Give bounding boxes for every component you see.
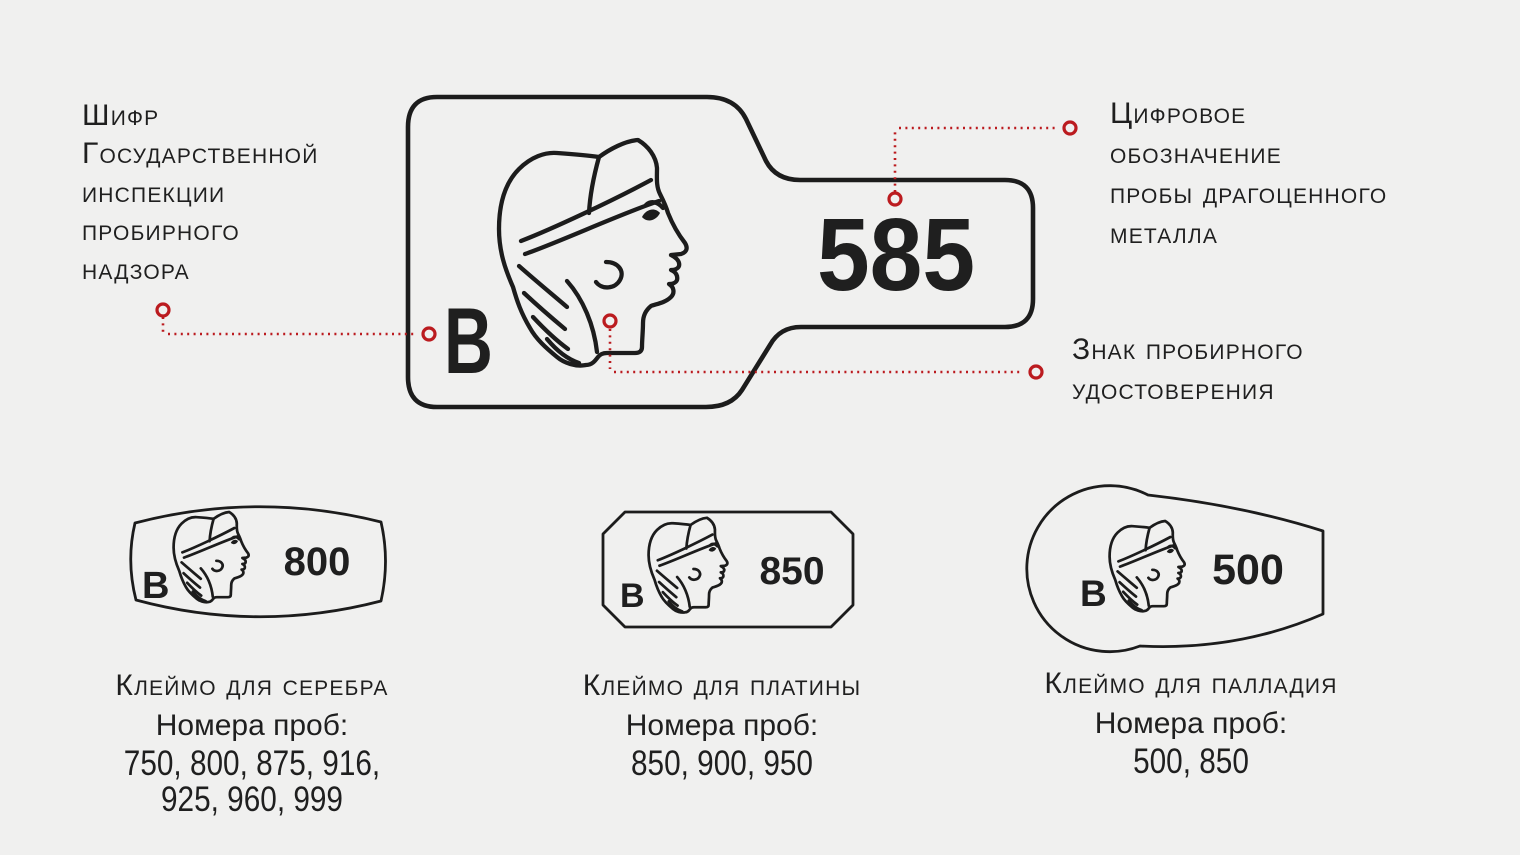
caption-fineness-numbers: 750, 800, 875, 916, — [123, 744, 381, 783]
platinum-hallmark-shape — [601, 510, 855, 629]
assay-mark-head-silver — [173, 511, 249, 603]
silver-hallmark-shape — [129, 505, 387, 619]
platinum-stamp-letter: В — [620, 577, 645, 615]
caption-title: Клеймо для серебра — [115, 669, 389, 702]
caption-fineness-numbers: 925, 960, 999 — [161, 780, 343, 819]
callout-line: Цифровое — [1110, 97, 1247, 130]
assay-mark-head-palladium — [1109, 520, 1185, 612]
assay-mark-head-platinum — [648, 517, 728, 613]
palladium-stamp-letter: В — [1080, 573, 1107, 614]
caption-title: Клеймо для палладия — [1044, 667, 1338, 700]
silver-stamp-fineness: 800 — [283, 540, 351, 584]
main-stamp-fineness: 585 — [816, 197, 976, 312]
caption-title: Клеймо для платины — [582, 669, 862, 702]
assay-mark-head-main — [498, 139, 688, 367]
caption-subtitle: Номера проб: — [155, 709, 349, 742]
callout-assay-office-code: Шифр Государственной инспекции пробирног… — [82, 97, 319, 289]
callout-line: инспекции — [82, 175, 226, 209]
caption-silver: Клеймо для серебра Номера проб: 750, 800… — [42, 666, 462, 818]
caption-subtitle: Номера проб: — [625, 709, 819, 742]
callout-line: пробы драгоценного — [1110, 177, 1388, 210]
main-hallmark-shape — [405, 94, 1036, 410]
callout-line: обозначение — [1110, 137, 1282, 170]
caption-fineness-numbers: 500, 850 — [1133, 742, 1249, 781]
callout-assay-mark: Знак пробирного удостоверения — [1072, 330, 1304, 410]
callout-line: Государственной — [82, 137, 319, 171]
callout-line: Знак пробирного — [1072, 333, 1304, 366]
caption-fineness-numbers: 850, 900, 950 — [631, 744, 813, 783]
leader-line-assay-mark — [602, 313, 1044, 380]
palladium-hallmark-shape — [1025, 484, 1325, 654]
silver-stamp-letter: В — [142, 565, 170, 607]
callout-line: Шифр — [82, 99, 160, 132]
caption-subtitle: Номера проб: — [1094, 707, 1288, 740]
callout-line: надзора — [82, 252, 190, 286]
leader-line-fineness-designation — [887, 120, 1078, 207]
callout-line: металла — [1110, 217, 1219, 250]
caption-palladium: Клеймо для палладия Номера проб: 500, 85… — [981, 664, 1401, 780]
palladium-stamp-fineness: 500 — [1212, 546, 1284, 594]
callout-line: пробирного — [82, 214, 240, 248]
caption-platinum: Клеймо для платины Номера проб: 850, 900… — [512, 666, 932, 782]
callout-line: удостоверения — [1072, 373, 1275, 406]
main-stamp-letter: В — [444, 288, 493, 393]
platinum-stamp-fineness: 850 — [759, 550, 825, 593]
leader-line-assay-office-code — [155, 302, 437, 342]
callout-fineness-designation: Цифровое обозначение пробы драгоценного … — [1110, 94, 1387, 254]
